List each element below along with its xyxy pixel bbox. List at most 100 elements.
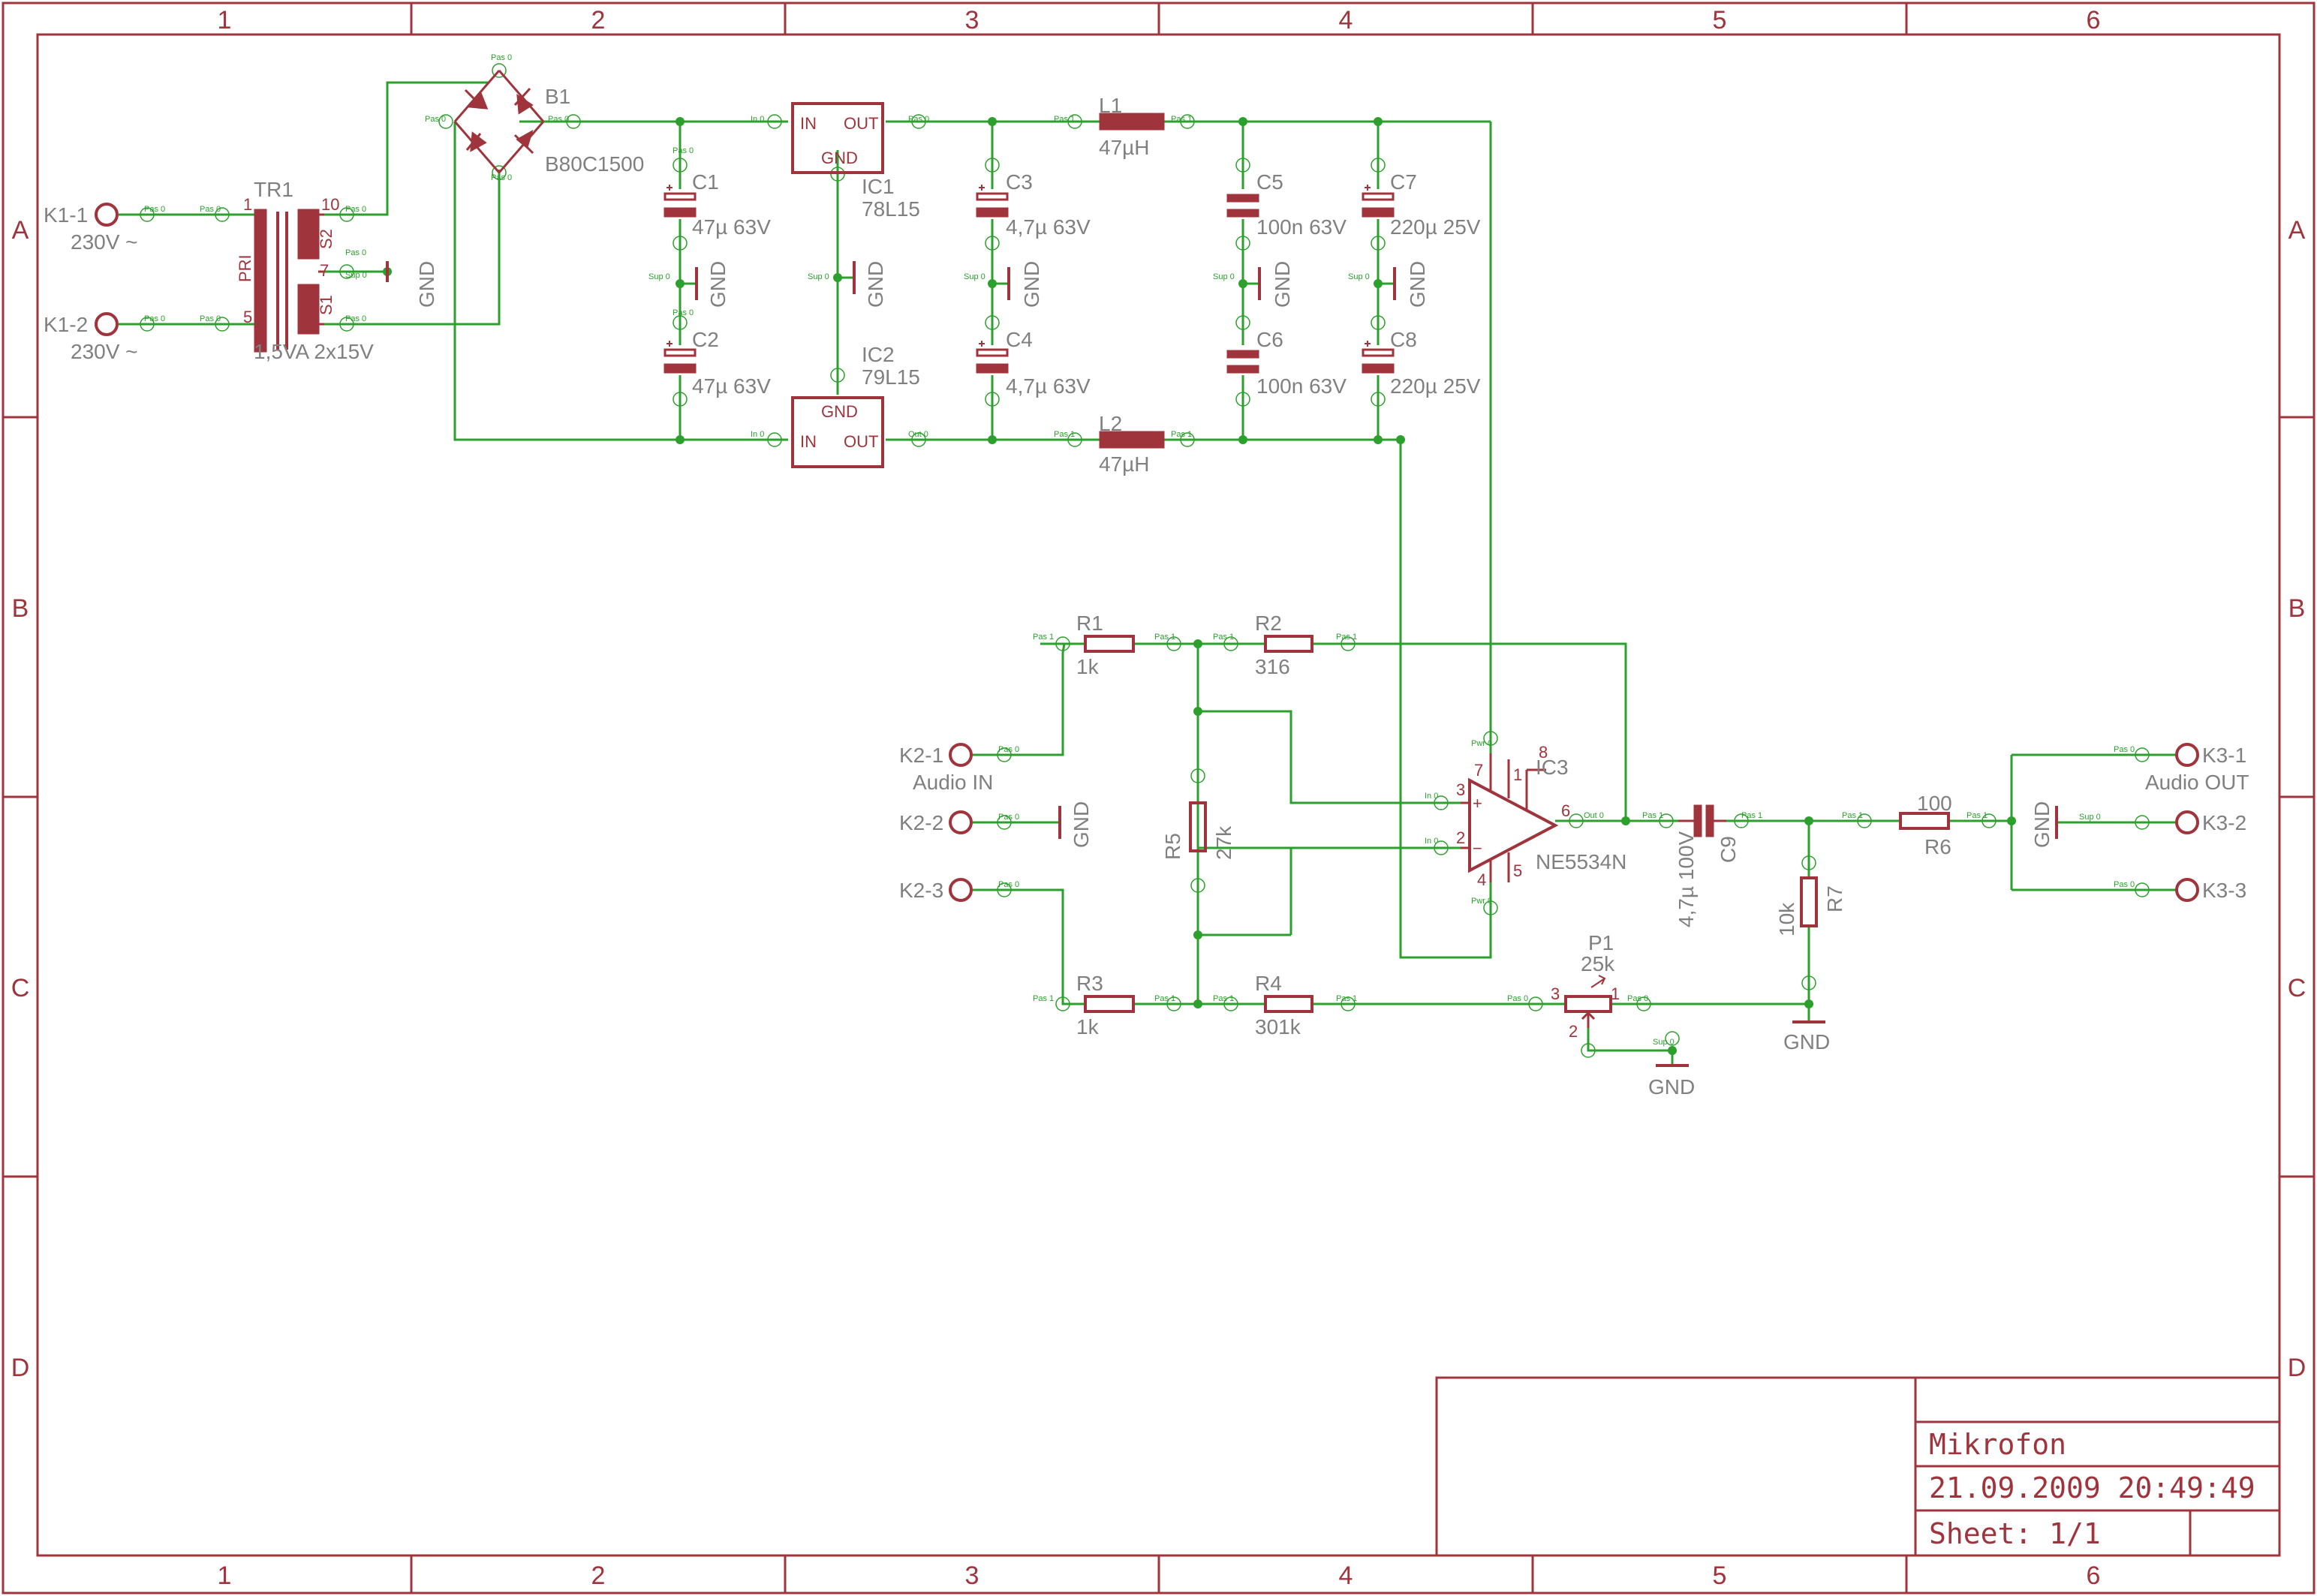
svg-text:Pas 0: Pas 0	[908, 115, 929, 124]
capacitor-c9[interactable]	[1678, 804, 1726, 837]
connector-k2-3[interactable]	[949, 878, 973, 902]
svg-text:Pas 1: Pas 1	[1642, 811, 1663, 820]
capacitor-c1[interactable]	[664, 192, 697, 218]
connector-k1-2[interactable]	[95, 312, 119, 336]
inductor-l2[interactable]	[1099, 431, 1165, 449]
tr1-pin5: 5	[243, 308, 252, 326]
bridge-rectifier-b1[interactable]	[453, 53, 545, 191]
c4-value: 4,7µ 63V	[1006, 374, 1091, 398]
col-label-1-top: 1	[218, 6, 232, 35]
r4-value: 301k	[1255, 1015, 1301, 1038]
symbol-internal-labels: IN OUT GND GND IN OUT + − 3 2 6 7 8 1 4 …	[236, 114, 1620, 1041]
resistor-r7[interactable]	[1800, 876, 1818, 927]
drawing-sheet: Sheet: 1/1	[1929, 1517, 2101, 1550]
col-label-5-top: 5	[1713, 6, 1727, 35]
connector-k3-2[interactable]	[2175, 810, 2199, 834]
gnd-label-k2: GND	[1070, 801, 1093, 848]
regulator-ic1[interactable]	[791, 102, 884, 174]
ic2-value: 79L15	[862, 365, 920, 389]
k2-3-name: K2-3	[899, 879, 943, 902]
capacitor-c3[interactable]	[976, 192, 1009, 218]
ic1-value: 78L15	[862, 197, 920, 221]
svg-text:Pas 1: Pas 1	[1171, 430, 1192, 439]
l2-value: 47µH	[1099, 452, 1150, 476]
svg-text:Pas 0: Pas 0	[345, 314, 366, 323]
connector-k2-1[interactable]	[949, 743, 973, 767]
pin-labels: Pas 0 Pas 0 Pas 0 Pas 0 Pas 0 Pas 0 Sup …	[144, 53, 2135, 1047]
k1-2-name: K1-2	[44, 313, 88, 336]
connector-k3-1[interactable]	[2175, 743, 2199, 767]
row-label-b-left: B	[12, 594, 29, 623]
symbols	[95, 53, 2199, 1067]
drawing-title: Mikrofon	[1929, 1428, 2066, 1461]
gnd-label-p1: GND	[1648, 1075, 1695, 1099]
resistor-r1[interactable]	[1084, 635, 1135, 653]
resistor-r3[interactable]	[1084, 995, 1135, 1013]
ic3-pin7: 7	[1474, 761, 1483, 780]
connector-k3-3[interactable]	[2175, 878, 2199, 902]
inductor-l1[interactable]	[1099, 113, 1165, 131]
svg-text:In 0: In 0	[1425, 837, 1438, 846]
l1-name: L1	[1099, 94, 1122, 117]
rotated-labels: R5 27k C9 4,7µ 100V 10k R7 GND GND GND G…	[415, 261, 2054, 936]
k3-1-name: K3-1	[2202, 744, 2246, 767]
resistor-r2[interactable]	[1264, 635, 1313, 653]
svg-text:Pas 0: Pas 0	[345, 248, 366, 257]
ic1-in-label: IN	[800, 114, 817, 133]
transformer-tr1[interactable]	[254, 209, 324, 353]
regulator-ic2[interactable]	[791, 396, 884, 468]
capacitor-c2[interactable]	[664, 348, 697, 374]
p1-value: 25k	[1581, 952, 1615, 975]
ic2-gnd-label: GND	[821, 402, 858, 421]
k2-1-name: K2-1	[899, 744, 943, 767]
c2-value: 47µ 63V	[692, 374, 771, 398]
ic3-pin3: 3	[1456, 780, 1465, 799]
svg-text:Pwr 0: Pwr 0	[1471, 739, 1492, 748]
r7-name: R7	[1823, 885, 1846, 912]
k1-1-value: 230V ~	[71, 230, 138, 254]
svg-text:In 0: In 0	[751, 430, 764, 439]
svg-text:Pas 1: Pas 1	[1213, 994, 1234, 1003]
svg-text:In 0: In 0	[751, 115, 764, 124]
ic3-pin8: 8	[1539, 743, 1548, 762]
resistor-r4[interactable]	[1264, 995, 1313, 1013]
svg-text:Pas 0: Pas 0	[673, 146, 694, 155]
gnd-label-c3: GND	[1020, 261, 1043, 308]
svg-text:Pas 0: Pas 0	[491, 53, 512, 62]
c1-value: 47µ 63V	[692, 215, 771, 239]
capacitor-c4[interactable]	[976, 348, 1009, 374]
col-label-4-top: 4	[1339, 6, 1353, 35]
connector-k1-1[interactable]	[95, 203, 119, 227]
tr1-value: 1,5VA 2x15V	[254, 340, 374, 363]
ic3-plus: +	[1473, 794, 1482, 813]
gnd-label-r7: GND	[1783, 1030, 1830, 1053]
gnd-label-tr1: GND	[415, 261, 438, 308]
col-label-1-bottom: 1	[218, 1561, 232, 1590]
connector-k2-2[interactable]	[949, 810, 973, 834]
svg-text:Pas 1: Pas 1	[1966, 811, 1988, 820]
ic3-pin2: 2	[1456, 828, 1465, 847]
tr1-pin1: 1	[243, 195, 252, 214]
svg-text:Pas 1: Pas 1	[1154, 633, 1175, 642]
svg-text:Pas 1: Pas 1	[1213, 633, 1234, 642]
drawing-datetime: 21.09.2009 20:49:49	[1929, 1471, 2255, 1504]
capacitor-c6[interactable]	[1226, 350, 1259, 374]
resistor-r6[interactable]	[1899, 812, 1950, 830]
capacitor-c5[interactable]	[1226, 194, 1259, 218]
row-label-c-left: C	[11, 974, 30, 1002]
r3-value: 1k	[1076, 1015, 1100, 1038]
opamp-ic3[interactable]	[1461, 753, 1559, 882]
capacitor-c8[interactable]	[1362, 348, 1395, 374]
capacitor-c7[interactable]	[1362, 192, 1395, 218]
tr1-s1-label: S1	[317, 295, 336, 315]
r6-name: R6	[1924, 835, 1951, 858]
col-label-3-bottom: 3	[965, 1561, 979, 1590]
r3-name: R3	[1076, 972, 1103, 995]
potentiometer-p1[interactable]	[1564, 975, 1612, 1028]
col-label-6-bottom: 6	[2087, 1561, 2101, 1590]
svg-text:Pas 0: Pas 0	[345, 205, 366, 214]
resistor-r5[interactable]	[1189, 801, 1207, 852]
ic1-name: IC1	[862, 175, 895, 198]
gnd-label-c1: GND	[706, 261, 730, 308]
col-label-4-bottom: 4	[1339, 1561, 1353, 1590]
